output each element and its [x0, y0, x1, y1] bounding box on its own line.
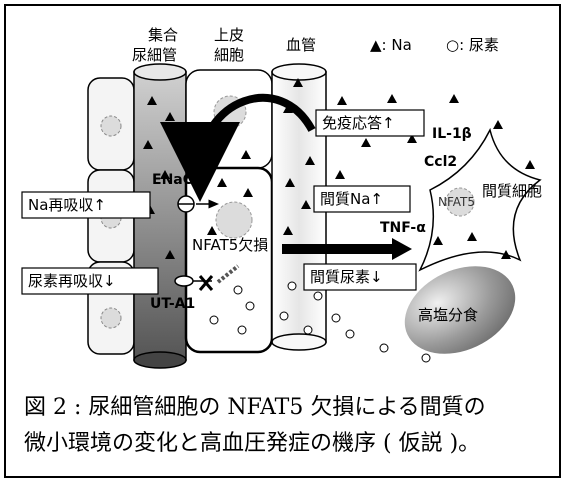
collecting-duct-label-2: 尿細管 [132, 46, 177, 64]
high-salt-diet-shape [404, 266, 516, 354]
nfat5-cell-label: NFAT5 [438, 195, 475, 209]
figure-frame [4, 4, 561, 478]
il1b-label: IL-1β [432, 126, 472, 142]
interstitial-cell-label: 間質細胞 [482, 182, 542, 200]
legend-na: ▲: Na [370, 36, 412, 54]
na-reabsorption-label: Na再吸収↑ [28, 196, 106, 214]
epithelial-cell-label-1: 上皮 [214, 26, 244, 44]
collecting-duct-label-1: 集合 [148, 26, 178, 44]
legend-urea: ○: 尿素 [446, 36, 499, 54]
ccl2-label: Ccl2 [424, 154, 457, 170]
caption-line-1: 図 2 : 尿細管細胞の NFAT5 欠損による間質の [24, 395, 486, 420]
epithelial-cell-label-2: 細胞 [214, 46, 244, 64]
uta1-transporter [174, 264, 240, 291]
caption-line-2: 微小環境の変化と高血圧発症の機序 ( 仮説 )。 [24, 431, 481, 456]
urea-markers [209, 281, 431, 363]
figure-caption: 図 2 : 尿細管細胞の NFAT5 欠損による間質の 微小環境の変化と高血圧発… [24, 390, 564, 462]
interstitial-na-label: 間質Na↑ [320, 190, 383, 208]
high-salt-diet-label: 高塩分食 [418, 306, 478, 324]
interstitial-cell-shape [418, 127, 542, 272]
immune-response-label: 免疫応答↑ [322, 114, 395, 132]
interstitium-arrow [282, 238, 412, 260]
sodium-markers [143, 78, 535, 259]
interstitial-urea-label: 間質尿素↓ [310, 268, 383, 286]
blood-vessel-label: 血管 [286, 36, 316, 54]
tnfa-label: TNF-α [380, 220, 426, 236]
urea-reabsorption-label: 尿素再吸収↓ [28, 272, 116, 290]
enac-channel [177, 195, 219, 213]
immune-feedback-arrow [160, 94, 316, 202]
uta1-label: UT-A1 [150, 296, 195, 312]
enac-label: ENaC [152, 172, 193, 188]
nfat5-deficiency-label: NFAT5欠損 [192, 236, 268, 254]
